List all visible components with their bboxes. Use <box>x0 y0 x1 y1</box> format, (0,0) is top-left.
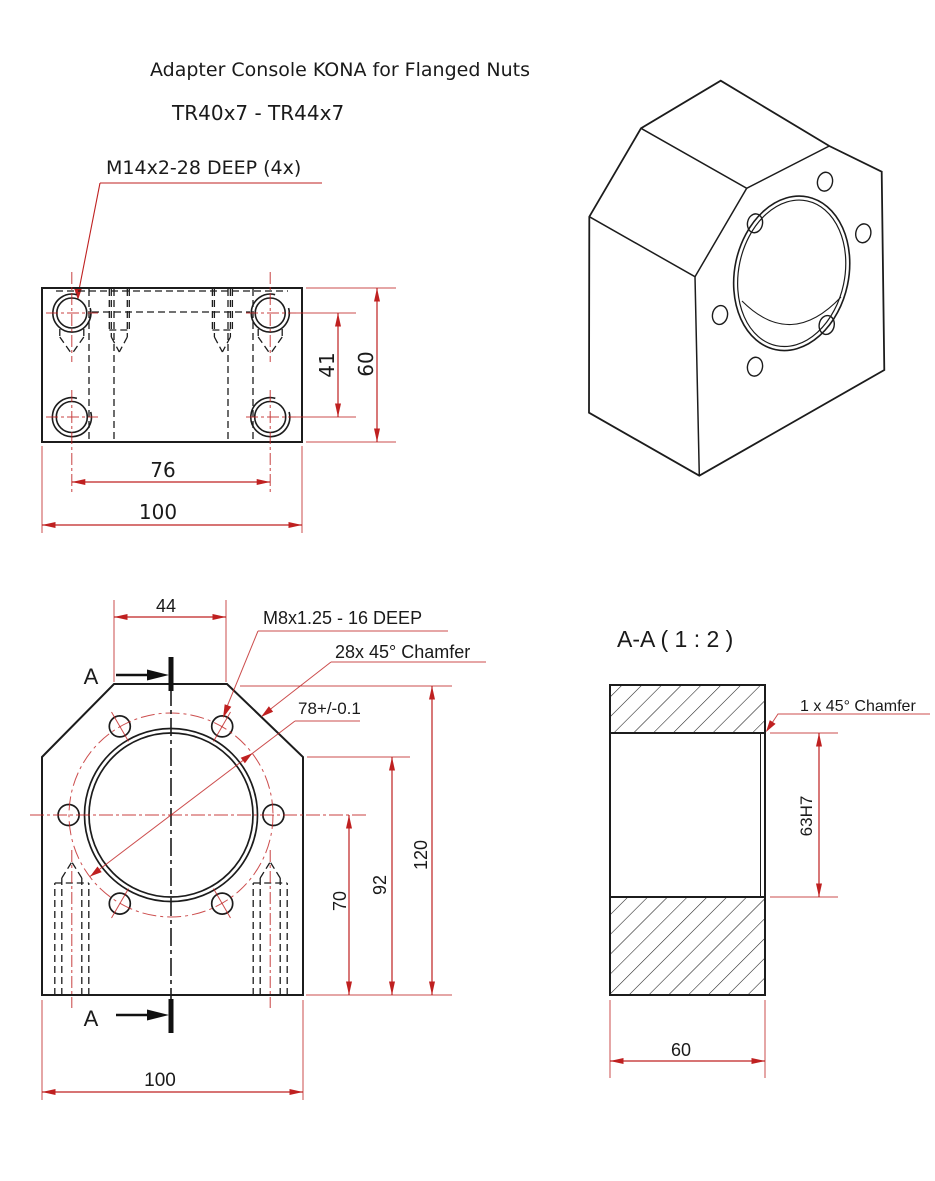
section-hatch-top <box>610 685 765 733</box>
iso-bore-inner-arc <box>741 296 842 326</box>
section-arrow-bottom <box>147 1009 169 1021</box>
section-arrow-top <box>147 669 169 681</box>
hidden-hole-centerlines <box>71 850 271 1008</box>
m14-thread-note: M14x2-28 DEEP (4x) <box>106 157 301 179</box>
bolt-hole-radial-marks <box>111 711 231 919</box>
chamfer1-leader-arrow <box>766 720 776 732</box>
chamfer28-leader-arrow <box>261 706 274 717</box>
section-dimension-lines <box>610 733 822 1064</box>
dim-60-section: 60 <box>671 1040 691 1060</box>
section-outline <box>609 684 766 996</box>
chamfer28-leader <box>262 661 486 716</box>
iso-bolt-holes <box>711 171 872 377</box>
section-letter-bottom: A <box>84 1006 99 1031</box>
section-letter-top: A <box>84 664 99 689</box>
bottom-view: M14x2-28 DEEP (4x) <box>41 157 396 533</box>
bolt-circle-leader <box>89 720 360 877</box>
section-cut-line: A A <box>84 657 174 1033</box>
front-view-extension-lines <box>41 600 452 1100</box>
title-block: Adapter Console KONA for Flanged Nuts TR… <box>150 59 530 125</box>
m8-hidden-slot-right <box>211 289 234 353</box>
dim-60: 60 <box>354 351 378 376</box>
section-extension-lines <box>609 732 838 1078</box>
front-view: A A M8x1.25 - 16 DEEP 28x 45° Chamfer 78… <box>30 596 486 1100</box>
m8-leader-arrow <box>223 704 232 718</box>
m14-drill-point-right <box>257 329 283 355</box>
dim-41: 41 <box>315 352 339 377</box>
chamfer1-note: 1 x 45° Chamfer <box>800 698 916 715</box>
dim-100-top: 100 <box>139 500 177 524</box>
iso-bore <box>732 195 851 352</box>
dim-70: 70 <box>330 891 350 911</box>
chamfer1-leader <box>767 713 930 730</box>
front-view-hidden-holes <box>54 861 288 995</box>
section-view: A-A ( 1 : 2 ) 1 x 45° Chamfer 63H7 60 <box>609 626 930 1078</box>
bolt-circle-arrow-lower <box>90 866 102 877</box>
bottom-view-hidden-lines <box>56 289 288 441</box>
section-hatch-bottom <box>610 897 765 995</box>
m14-tapped-holes <box>51 293 291 438</box>
dim-63H7: 63H7 <box>797 796 816 837</box>
bottom-view-extension-lines <box>41 287 396 533</box>
m14-leader-line <box>77 182 322 296</box>
drawing-subtitle: TR40x7 - TR44x7 <box>171 101 344 125</box>
dim-120: 120 <box>411 840 431 870</box>
iso-interior-edges <box>588 127 830 476</box>
dim-76: 76 <box>150 458 175 482</box>
m8-hidden-slot-left <box>108 289 130 353</box>
bolt-circle-arrow-upper <box>240 753 253 764</box>
m14-drill-point-left <box>59 329 85 355</box>
bottom-view-centerlines <box>46 272 296 492</box>
m8-leader <box>223 630 448 715</box>
m8-thread-note: M8x1.25 - 16 DEEP <box>263 608 422 628</box>
dim-44: 44 <box>156 596 176 616</box>
bottom-view-outline <box>41 287 303 443</box>
drawing-title: Adapter Console KONA for Flanged Nuts <box>150 59 530 81</box>
dim-92: 92 <box>370 875 390 895</box>
front-view-outline <box>41 683 304 996</box>
chamfer28-note: 28x 45° Chamfer <box>335 642 470 662</box>
isometric-view <box>588 79 886 477</box>
front-view-dimension-lines <box>42 614 435 1095</box>
dim-100-bottom: 100 <box>144 1070 176 1091</box>
section-title: A-A ( 1 : 2 ) <box>617 626 733 652</box>
bottom-view-dimension-lines <box>42 288 380 528</box>
hidden-hole-left <box>54 861 90 995</box>
iso-silhouette <box>588 79 886 477</box>
bolt-circle-dim-note: 78+/-0.1 <box>298 699 361 718</box>
